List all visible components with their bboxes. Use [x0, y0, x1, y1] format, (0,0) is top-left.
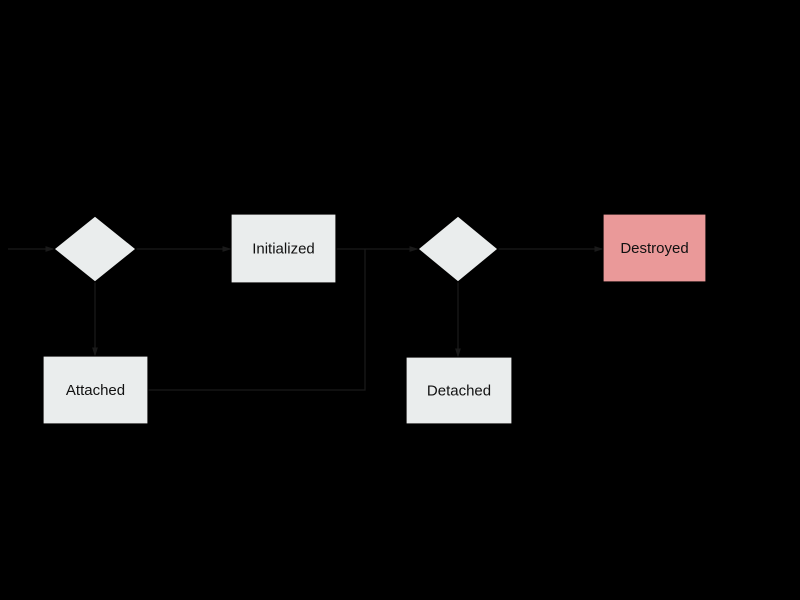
node-initialized[interactable]: Initialized [230, 213, 337, 284]
node-attached[interactable]: Attached [42, 355, 149, 425]
node-label-destroyed: Destroyed [620, 240, 688, 257]
node-label-initialized: Initialized [252, 240, 315, 257]
node-decision-init[interactable] [53, 215, 137, 283]
node-shape-initialized[interactable] [230, 213, 337, 284]
node-decision-detach[interactable] [417, 215, 499, 283]
node-shape-decision-init[interactable] [53, 215, 137, 283]
node-shape-detached[interactable] [405, 356, 513, 425]
edges-layer [8, 246, 604, 391]
node-shape-decision-detach[interactable] [417, 215, 499, 283]
edge-attached-to-initialized-return [148, 249, 366, 391]
node-shape-attached[interactable] [42, 355, 149, 425]
node-shape-destroyed[interactable] [602, 213, 707, 283]
node-label-detached: Detached [427, 382, 491, 399]
node-label-attached: Attached [66, 382, 125, 399]
node-detached[interactable]: Detached [405, 356, 513, 425]
node-destroyed[interactable]: Destroyed [602, 213, 707, 283]
